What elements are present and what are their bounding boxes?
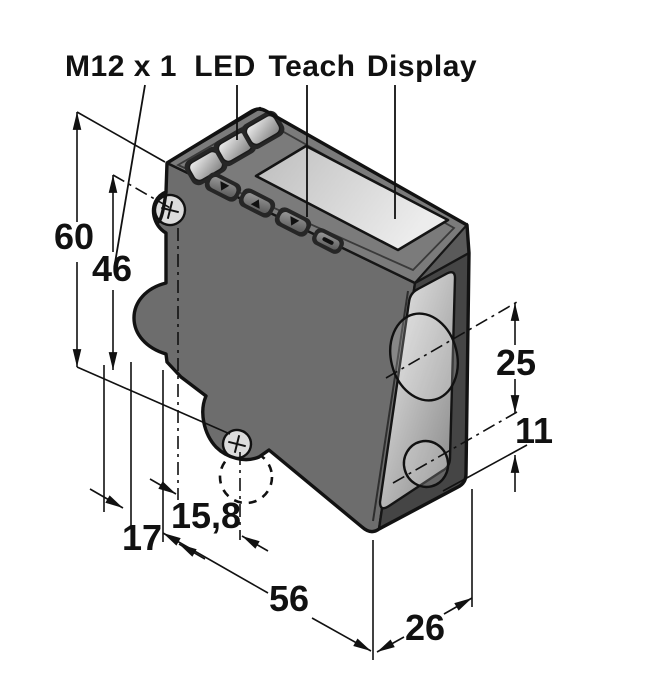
bottom-face-reference-line: [442, 444, 528, 492]
mounting-screw-bottom-icon: [221, 428, 253, 460]
dimension-46: 46: [92, 174, 173, 370]
dimension-25: 25: [496, 303, 536, 413]
teach-button: [274, 207, 312, 237]
dim-15-8-label: 15,8: [171, 495, 241, 536]
emitter-lens-icon: [389, 312, 459, 402]
dim-11-label: 11: [515, 410, 553, 451]
sensor-body: [132, 106, 471, 534]
callout-m12: M12 x 1: [65, 50, 177, 83]
receiver-axis-line: [392, 411, 518, 484]
callout-teach: Teach: [269, 50, 356, 83]
dimension-17: 17: [89, 488, 206, 560]
dimension-56: 56: [162, 532, 372, 652]
dimension-60: 60: [54, 111, 231, 435]
dim-56-label: 56: [269, 578, 309, 619]
dim-17-label: 17: [122, 517, 162, 558]
callout-led: LED: [194, 50, 256, 83]
dim-46-label: 46: [92, 248, 132, 289]
dim-26-label: 26: [405, 607, 445, 648]
callout-display: Display: [367, 50, 477, 83]
dim-25-label: 25: [496, 342, 536, 383]
teach-button: [312, 228, 344, 254]
front-window: [378, 271, 457, 510]
display-panel: [254, 144, 450, 252]
dimension-11: 11: [510, 410, 553, 492]
dim-60-label: 60: [54, 216, 94, 257]
dimension-15-8: 15,8: [149, 478, 269, 552]
dimension-26: 26: [376, 597, 473, 653]
teach-button: [204, 172, 242, 202]
m12-leader-line: [114, 84, 146, 264]
teach-button: [238, 188, 276, 218]
led-button: [241, 110, 285, 150]
front-bevel-line: [372, 290, 409, 522]
